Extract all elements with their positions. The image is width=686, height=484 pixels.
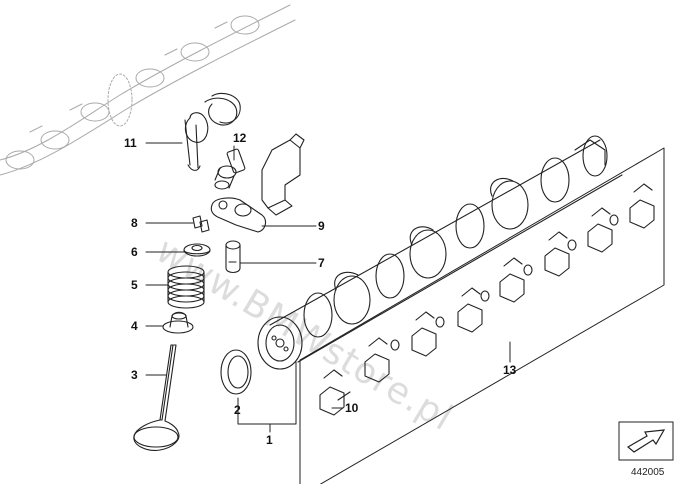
spring-clip: [184, 92, 241, 171]
hydraulic-lifter: [225, 240, 241, 274]
callout-2: 2: [234, 403, 241, 417]
callout-12: 12: [233, 131, 247, 145]
callout-8: 8: [131, 216, 138, 230]
leader-lines: [145, 142, 511, 433]
callout-13: 13: [503, 363, 517, 377]
rocker-arm-set: [319, 183, 655, 416]
callout-7: 7: [318, 256, 325, 270]
spring-retainer: [183, 243, 211, 257]
camshaft: [257, 135, 623, 370]
rocker-bracket: [261, 133, 305, 216]
callout-4: 4: [131, 319, 138, 333]
valve-keepers: [192, 215, 210, 233]
valve-stem-seal: [162, 311, 194, 334]
valve: [133, 344, 180, 451]
callout-9: 9: [318, 219, 325, 233]
roller-rocker-arm: [210, 197, 267, 233]
valve-spring: [167, 265, 205, 309]
ghost-camshaft: [0, 4, 296, 176]
callout-11: 11: [124, 136, 137, 150]
callout-10: 10: [345, 401, 359, 415]
direction-arrow-icon: [618, 421, 674, 461]
rocker-group-frame: [299, 147, 665, 484]
callout-5: 5: [131, 278, 138, 292]
callout-3: 3: [131, 368, 138, 382]
bolt-12: [214, 148, 246, 190]
sealing-ring: [220, 349, 252, 395]
callout-1: 1: [266, 433, 273, 447]
callout-6: 6: [131, 245, 138, 259]
diagram-id: 442005: [631, 467, 665, 478]
